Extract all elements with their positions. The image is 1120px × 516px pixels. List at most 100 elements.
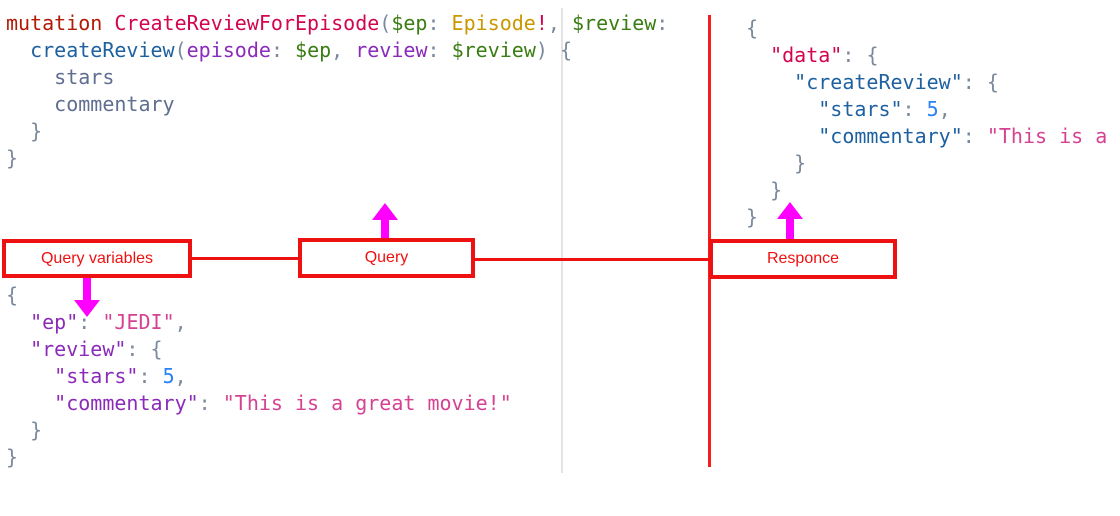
code-token-pln [211,391,223,415]
response-label-box: Responce [709,239,897,279]
code-line: } [6,118,668,145]
code-line: "ep": "JEDI", [6,309,512,336]
connector-line-right [475,258,709,261]
code-token-def: CreateReviewForEpisode [114,11,380,35]
query-variables-label-box: Query variables [2,239,192,278]
code-token-pln [746,70,794,94]
code-token-attr: review [355,38,428,62]
response-label: Responce [766,250,840,267]
code-token-num: 5 [162,364,175,388]
code-token-key: "stars" [54,364,139,388]
code-token-pln [6,391,54,415]
code-token-pln [746,178,770,202]
code-token-pun: { [986,70,999,94]
code-line: } [746,150,1120,177]
response-pane: { "data": { "createReview": { "stars": 5… [746,15,1120,231]
code-token-rkey: "createReview" [794,70,963,94]
code-line: stars [6,64,668,91]
code-token-attr: episode [186,38,271,62]
code-token-key: "review" [30,337,127,361]
code-line: { [6,282,512,309]
code-token-bang: ! [535,11,548,35]
code-token-pun: } [30,418,43,442]
code-line: } [6,444,512,471]
arrow-head [372,203,398,220]
code-token-pun: , [174,310,187,334]
code-token-pun: : [962,70,975,94]
code-token-atom: Episode [451,11,536,35]
code-line: "createReview": { [746,69,1120,96]
code-token-str: "JEDI" [102,310,175,334]
code-token-pun: { [6,283,19,307]
code-line: "stars": 5, [6,363,512,390]
code-line: "review": { [6,336,512,363]
code-token-rdef: "data" [770,43,843,67]
code-line: "commentary": "This is a [746,123,1120,150]
code-token-pln [151,364,163,388]
code-line: } [746,177,1120,204]
code-token-pun: , [547,11,560,35]
query-label: Query [364,249,409,266]
code-token-pun: } [30,119,43,143]
code-token-pln [6,38,30,62]
code-token-pln [746,97,818,121]
code-token-pun: , [938,97,951,121]
code-token-pun: } [6,445,19,469]
query-variables-pane[interactable]: { "ep": "JEDI", "review": { "stars": 5, … [6,282,512,471]
code-token-pln [975,124,987,148]
code-token-key: "ep" [30,310,79,334]
arrow-shaft [381,217,389,238]
pane-divider [561,8,563,473]
code-token-pun: { [866,43,879,67]
code-token-pln [6,337,30,361]
code-token-pln [854,43,866,67]
code-token-pln [343,38,355,62]
code-line: } [746,204,1120,231]
code-line: "commentary": "This is a great movie!" [6,390,512,417]
code-token-pun: : [427,11,440,35]
arrow-shaft [83,278,91,301]
code-token-str: "This is a great movie!" [222,391,512,415]
code-line: mutation CreateReviewForEpisode($ep: Epi… [6,10,668,37]
code-token-pln [440,11,452,35]
code-token-pun: ) [535,38,548,62]
query-variables-label: Query variables [40,249,154,267]
code-token-pln [746,151,794,175]
code-line: "stars": 5, [746,96,1120,123]
code-token-var: $review [571,11,657,35]
code-token-field: stars [54,65,115,89]
code-token-pln [6,65,54,89]
code-token-pln [6,418,30,442]
code-token-pln [560,11,572,35]
code-token-var: $review [451,38,536,62]
code-token-pln [283,38,295,62]
code-token-rkey: "commentary" [818,124,963,148]
code-token-pln [6,92,54,116]
response-arrow-up-icon [777,202,803,239]
code-token-pun: } [6,146,19,170]
query-editor-pane[interactable]: mutation CreateReviewForEpisode ( $ep: Epi… [6,10,668,172]
code-line: } [6,417,512,444]
code-token-pln [915,97,927,121]
query-arrow-up-icon [372,203,398,238]
arrow-head [777,202,803,219]
code-token-key: "commentary" [54,391,199,415]
query-label-box: Query [298,238,475,278]
code-token-pun: ( [174,38,187,62]
code-token-pun: : [198,391,211,415]
code-token-var: $ep [391,11,428,35]
code-token-var: $ep [295,38,332,62]
code-token-pun: : [138,364,151,388]
code-token-pun: : [270,38,283,62]
code-token-num: 5 [926,97,939,121]
code-line: } [6,145,668,172]
code-token-prop: createReview [30,38,175,62]
code-token-pun: : [962,124,975,148]
code-token-kw: mutation [6,11,103,35]
code-token-pun: : [427,38,440,62]
code-token-pun: { [150,337,163,361]
code-token-pun: : [656,11,669,35]
code-token-pln [6,364,54,388]
code-token-pun: : [902,97,915,121]
